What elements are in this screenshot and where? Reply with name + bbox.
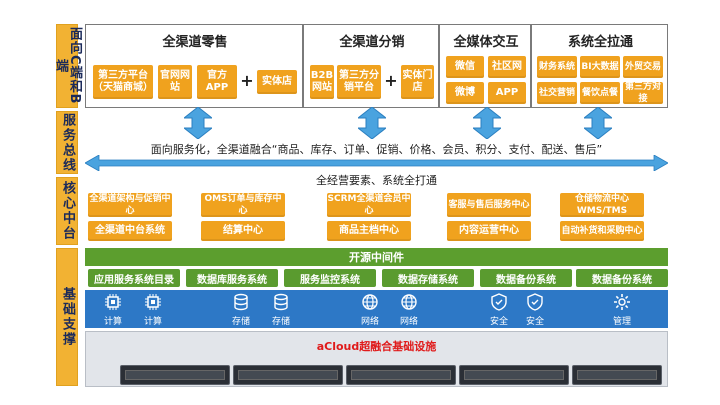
system-item-thirdparty: 第三方对接 xyxy=(623,82,663,104)
section-system-title: 系统全拉通 xyxy=(567,35,633,50)
infra-label-compute-2: 计算 xyxy=(143,317,162,327)
infra-label-compute-1: 计算 xyxy=(103,317,122,327)
infra-item-compute-1: 计算 xyxy=(100,293,126,327)
core-item-product: 商品主档中心 xyxy=(327,221,411,241)
core-item-scrm: SCRM全渠道会员中心 xyxy=(327,193,411,217)
retail-item-store: 实体店 xyxy=(257,70,297,94)
infra-item-network-1: 网络 xyxy=(357,293,383,327)
middleware-bar: 开源中间件 xyxy=(85,248,668,266)
system-item-trade: 外贸交易 xyxy=(623,56,663,78)
infra-label-network-2: 网络 xyxy=(399,317,418,327)
server-unit-1 xyxy=(120,365,230,385)
infra-label-security-2: 安全 xyxy=(525,317,544,327)
service-monitor: 服务监控系统 xyxy=(284,269,376,287)
distribution-item-thirdparty: 第三方分销平台 xyxy=(337,65,381,99)
bus-horizontal-arrow xyxy=(85,155,668,171)
vertical-arrow-1 xyxy=(184,107,212,139)
section-media: 全媒体交互 微信 社区网 微博 APP xyxy=(439,24,531,108)
infra-item-network-2: 网络 xyxy=(396,293,422,327)
section-distribution: 全渠道分销 B2B网站 第三方分销平台 + 实体门店 xyxy=(303,24,439,108)
distribution-item-store: 实体门店 xyxy=(401,65,434,99)
service-app-catalog: 应用服务系统目录 xyxy=(88,269,180,287)
side-label-base: 基础支撑 xyxy=(56,248,78,386)
service-storage: 数据存储系统 xyxy=(382,269,474,287)
core-item-platform: 全渠道中台系统 xyxy=(88,221,172,241)
core-item-service: 客服与售后服务中心 xyxy=(447,193,531,217)
core-item-settlement: 结算中心 xyxy=(201,221,285,241)
globe-icon xyxy=(362,294,378,310)
media-item-app: APP xyxy=(488,82,526,104)
core-item-promo: 全渠道架构与促销中心 xyxy=(88,193,172,217)
vertical-arrow-3 xyxy=(473,107,501,139)
infra-icons-bar xyxy=(85,290,668,328)
server-unit-5 xyxy=(572,365,662,385)
service-backup-2: 数据备份系统 xyxy=(576,269,668,287)
service-backup-1: 数据备份系统 xyxy=(480,269,572,287)
side-label-core-text: 核心中台 xyxy=(60,181,75,241)
section-retail: 全渠道零售 第三方平台（天猫商城） 官网网站 官方APP + 实体店 xyxy=(85,24,303,108)
infra-label-security-1: 安全 xyxy=(489,317,508,327)
server-unit-4 xyxy=(459,365,569,385)
core-item-wms: 仓储物流中心WMS/TMS xyxy=(560,193,644,217)
core-item-oms: OMS订单与库存中心 xyxy=(201,193,285,217)
service-database: 数据库服务系统 xyxy=(186,269,278,287)
server-unit-2 xyxy=(233,365,343,385)
section-retail-title: 全渠道零售 xyxy=(162,35,228,50)
core-item-replenish: 自动补货和采购中心 xyxy=(560,221,644,241)
retail-item-app: 官方APP xyxy=(197,65,237,99)
database-icon xyxy=(234,293,248,311)
core-item-content: 内容运营中心 xyxy=(447,221,531,241)
shield-icon xyxy=(491,293,507,311)
side-label-core: 核心中台 xyxy=(56,177,78,245)
side-label-bus: 服务总线 xyxy=(56,111,78,174)
side-label-bus-text: 服务总线 xyxy=(60,112,75,173)
retail-item-website: 官网网站 xyxy=(158,65,192,99)
infra-item-compute-2: 计算 xyxy=(140,293,166,327)
section-system: 系统全拉通 财务系统 BI大数据 外贸交易 社交营销 餐饮点餐 第三方对接 xyxy=(531,24,668,108)
side-label-base-text: 基础支撑 xyxy=(60,287,75,347)
server-unit-3 xyxy=(346,365,456,385)
infra-label-network-1: 网络 xyxy=(360,317,379,327)
globe-icon xyxy=(401,294,417,310)
infra-item-security-1: 安全 xyxy=(486,293,512,327)
section-media-title: 全媒体交互 xyxy=(453,35,519,50)
system-item-finance: 财务系统 xyxy=(537,56,577,78)
retail-plus: + xyxy=(240,71,254,90)
distribution-plus: + xyxy=(384,71,398,90)
media-item-community: 社区网 xyxy=(488,56,526,78)
cpu-icon xyxy=(105,294,121,310)
side-label-client: 面向C端和B端 xyxy=(53,24,82,108)
infra-item-storage-1: 存储 xyxy=(228,293,254,327)
vertical-arrow-4 xyxy=(584,107,612,139)
system-item-social: 社交营销 xyxy=(537,82,577,104)
media-item-wechat: 微信 xyxy=(446,56,484,78)
infra-item-storage-2: 存储 xyxy=(268,293,294,327)
distribution-item-b2b: B2B网站 xyxy=(310,65,334,99)
infra-label-storage-2: 存储 xyxy=(271,317,290,327)
retail-item-thirdparty: 第三方平台（天猫商城） xyxy=(93,65,153,99)
bus-text-line1: 面向服务化，全渠道融合“商品、库存、订单、促销、价格、会员、积分、支付、配送、售… xyxy=(150,143,603,156)
infra-label-management: 管理 xyxy=(612,317,631,327)
system-item-dining: 餐饮点餐 xyxy=(580,82,620,104)
infra-item-security-2: 安全 xyxy=(522,293,548,327)
section-distribution-title: 全渠道分销 xyxy=(339,35,405,50)
vertical-arrow-2 xyxy=(358,107,386,139)
side-label-client-text: 面向C端和B端 xyxy=(53,27,82,105)
cpu-icon xyxy=(145,294,161,310)
infra-item-management: 管理 xyxy=(609,293,635,327)
database-icon xyxy=(274,293,288,311)
shield-icon xyxy=(527,293,543,311)
hci-title: aCloud超融合基础设施 xyxy=(316,340,437,353)
bus-text-line2: 全经营要素、系统全打通 xyxy=(316,174,437,187)
media-item-weibo: 微博 xyxy=(446,82,484,104)
infra-label-storage-1: 存储 xyxy=(231,317,250,327)
gear-icon xyxy=(614,294,630,310)
system-item-bi: BI大数据 xyxy=(580,56,620,78)
